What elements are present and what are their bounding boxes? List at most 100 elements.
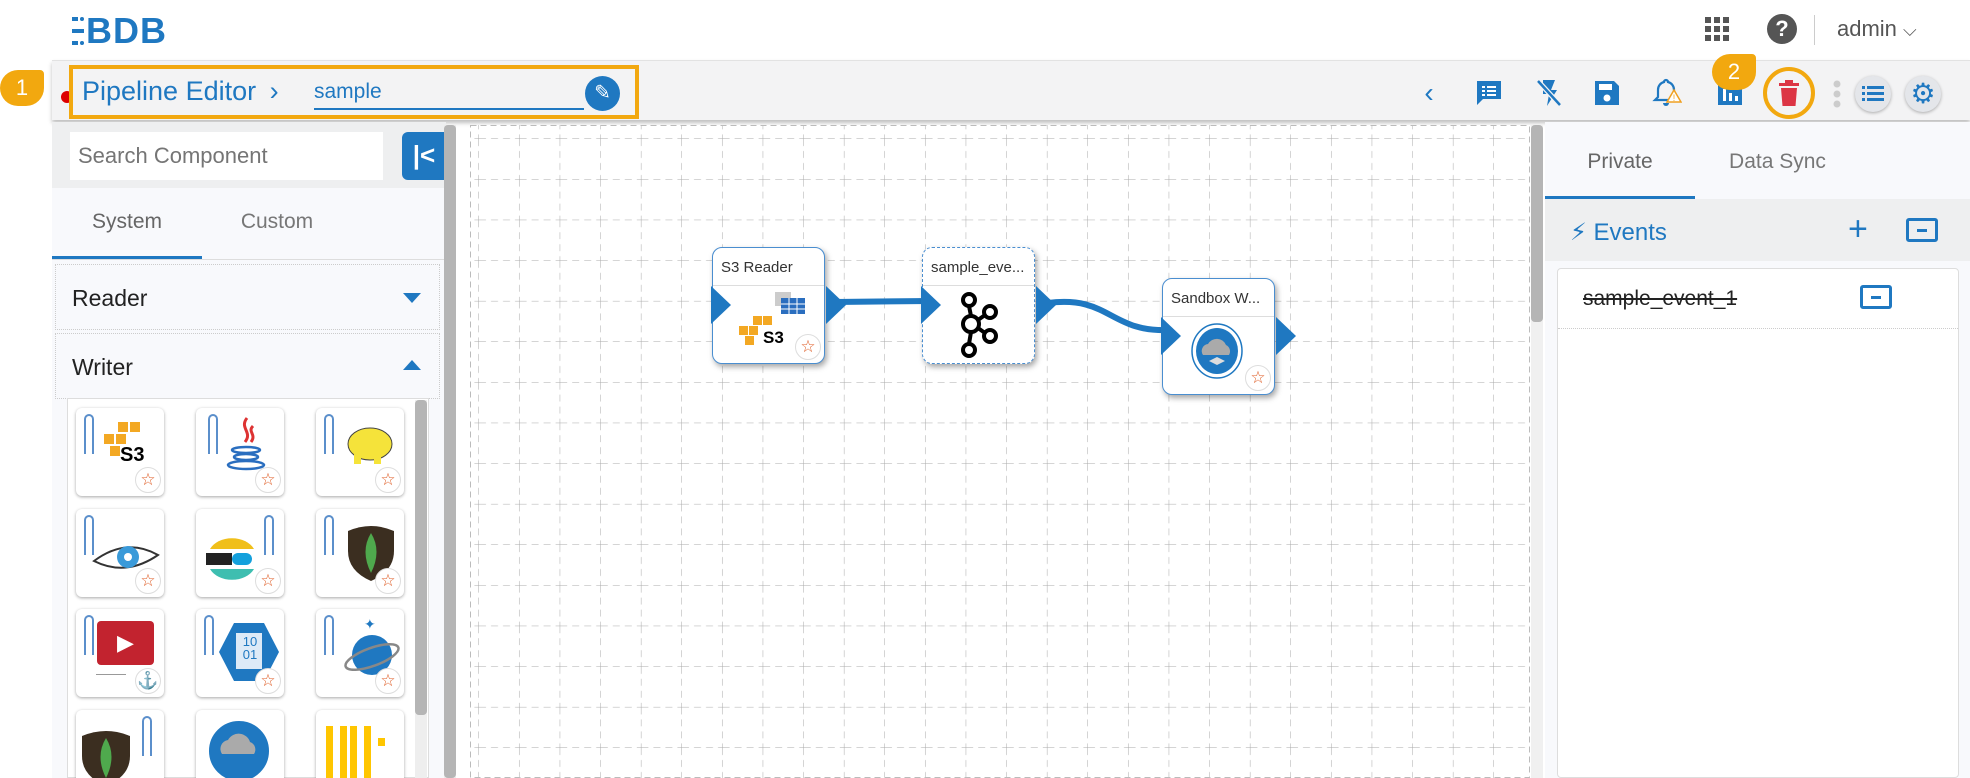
s3-label: S3	[120, 444, 145, 466]
section-label: Reader	[72, 285, 148, 311]
apps-grid-icon[interactable]	[1705, 17, 1729, 46]
pipeline-canvas[interactable]	[470, 125, 1530, 778]
tab-system[interactable]: System	[91, 210, 162, 233]
writer-tile-hadoop[interactable]: ☆	[316, 408, 404, 496]
annotation-badge-1: 1	[0, 70, 44, 106]
writer-tile-s3[interactable]: S3☆	[76, 408, 164, 496]
gear-icon[interactable]: ⚙	[1905, 76, 1941, 112]
list-icon[interactable]	[1855, 76, 1891, 112]
events-list	[1557, 268, 1959, 778]
caret-down-icon	[403, 293, 421, 303]
canvas-grid	[470, 125, 1530, 778]
canvas-scrollbar[interactable]	[1531, 125, 1543, 778]
grid-scrollbar[interactable]	[415, 400, 427, 778]
input-port[interactable]	[711, 286, 731, 324]
back-chevron-icon[interactable]: ‹	[1424, 77, 1434, 108]
node-title: sample_eve...	[923, 248, 1034, 286]
writer-tile-cassandra[interactable]: ☆	[76, 509, 164, 597]
tab-data-sync[interactable]: Data Sync	[1729, 150, 1826, 173]
input-port[interactable]	[1161, 317, 1181, 355]
tab-custom[interactable]: Custom	[240, 210, 314, 233]
section-reader[interactable]: Reader	[55, 264, 440, 330]
section-writer[interactable]: Writer	[55, 333, 440, 399]
events-label: Events	[1593, 219, 1667, 246]
star-icon: ☆	[135, 467, 161, 493]
comment-icon[interactable]	[1474, 78, 1504, 108]
panel-scrollbar[interactable]	[444, 125, 456, 778]
help-icon[interactable]: ?	[1767, 14, 1797, 44]
monitor-icon[interactable]	[1906, 218, 1938, 242]
kafka-icon	[961, 292, 998, 358]
breadcrumb-separator: ›	[269, 76, 279, 106]
output-port[interactable]	[826, 286, 846, 324]
add-event-button[interactable]: +	[1848, 210, 1868, 248]
writer-tile-video[interactable]: ▶⚓	[76, 609, 164, 697]
s3-label: S3	[763, 328, 784, 347]
collapse-panel-button[interactable]: |<	[402, 132, 446, 180]
writer-tile-bars[interactable]	[316, 710, 404, 778]
svg-text:!: !	[1673, 93, 1676, 103]
event-row[interactable]: sample_event_1	[1558, 269, 1958, 329]
more-vert-icon[interactable]	[1833, 80, 1841, 108]
star-icon: ☆	[375, 568, 401, 594]
star-icon: ☆	[255, 568, 281, 594]
divider	[1814, 15, 1815, 45]
star-icon: ☆	[135, 568, 161, 594]
node-s3-reader[interactable]: S3 Reader S3 ☆	[711, 247, 846, 364]
star-icon: ☆	[255, 668, 281, 694]
active-tab-indicator	[1545, 196, 1695, 199]
edit-name-button[interactable]: ✎	[585, 76, 620, 111]
bdb-logo[interactable]: BDB	[70, 10, 167, 52]
chevron-down-icon: ⌵	[1903, 20, 1917, 40]
alert-bell-icon[interactable]: !	[1652, 78, 1682, 108]
connection-line	[1047, 298, 1171, 334]
logo-lines-icon	[72, 17, 84, 45]
events-title: ⚡︎ Events	[1570, 218, 1667, 247]
writer-tile-mongodb-2[interactable]	[76, 710, 164, 778]
docker-icon: ⚓	[135, 668, 161, 694]
input-port[interactable]	[921, 286, 941, 324]
binary-label: 10 01	[242, 634, 258, 662]
star-icon: ☆	[375, 668, 401, 694]
breadcrumb: Pipeline Editor ›	[82, 76, 279, 107]
writer-tile-cosmos[interactable]: ✦☆	[316, 609, 404, 697]
lightning-icon: ⚡︎	[1570, 219, 1587, 246]
star-icon: ☆	[795, 334, 821, 360]
node-title: Sandbox W...	[1163, 279, 1274, 317]
output-port[interactable]	[1036, 286, 1056, 324]
username: admin	[1837, 16, 1897, 41]
search-component-input[interactable]	[70, 132, 383, 180]
page-title[interactable]: Pipeline Editor	[82, 76, 257, 106]
save-icon[interactable]	[1592, 78, 1622, 108]
node-title: S3 Reader	[713, 248, 824, 286]
node-sandbox-writer[interactable]: Sandbox W... ☆	[1161, 278, 1296, 395]
flash-off-icon[interactable]	[1534, 78, 1564, 108]
writer-tile-mongodb[interactable]: ☆	[316, 509, 404, 597]
star-icon: ☆	[255, 467, 281, 493]
annotation-badge-2: 2	[1712, 54, 1756, 90]
sandbox-icon	[1191, 323, 1243, 379]
active-tab-indicator	[52, 256, 202, 259]
writer-tile-elastic[interactable]: ☆	[196, 509, 284, 597]
star-icon: ☆	[1245, 365, 1271, 391]
logo-text: BDB	[86, 10, 167, 51]
pipeline-name-input[interactable]	[314, 76, 584, 110]
event-name[interactable]: sample_event_1	[1583, 287, 1738, 310]
node-kafka-event[interactable]: sample_eve...	[921, 247, 1056, 364]
writer-tile-binary[interactable]: 10 01 ☆	[196, 609, 284, 697]
monitor-icon[interactable]	[1860, 285, 1892, 309]
section-label: Writer	[72, 354, 133, 380]
connection-line	[834, 298, 931, 305]
caret-up-icon	[403, 360, 421, 370]
output-port[interactable]	[1276, 317, 1296, 355]
tab-private[interactable]: Private	[1587, 150, 1653, 173]
events-header	[1545, 199, 1970, 261]
writer-tile-sandbox[interactable]	[196, 710, 284, 778]
star-icon: ☆	[375, 467, 401, 493]
delete-icon[interactable]	[1774, 78, 1804, 108]
svg-text:✦: ✦	[364, 619, 376, 632]
s3-reader-icon	[739, 292, 805, 345]
user-menu[interactable]: admin ⌵	[1837, 16, 1917, 42]
writer-tile-java[interactable]: ☆	[196, 408, 284, 496]
top-header: BDB ? admin ⌵	[0, 0, 1970, 60]
